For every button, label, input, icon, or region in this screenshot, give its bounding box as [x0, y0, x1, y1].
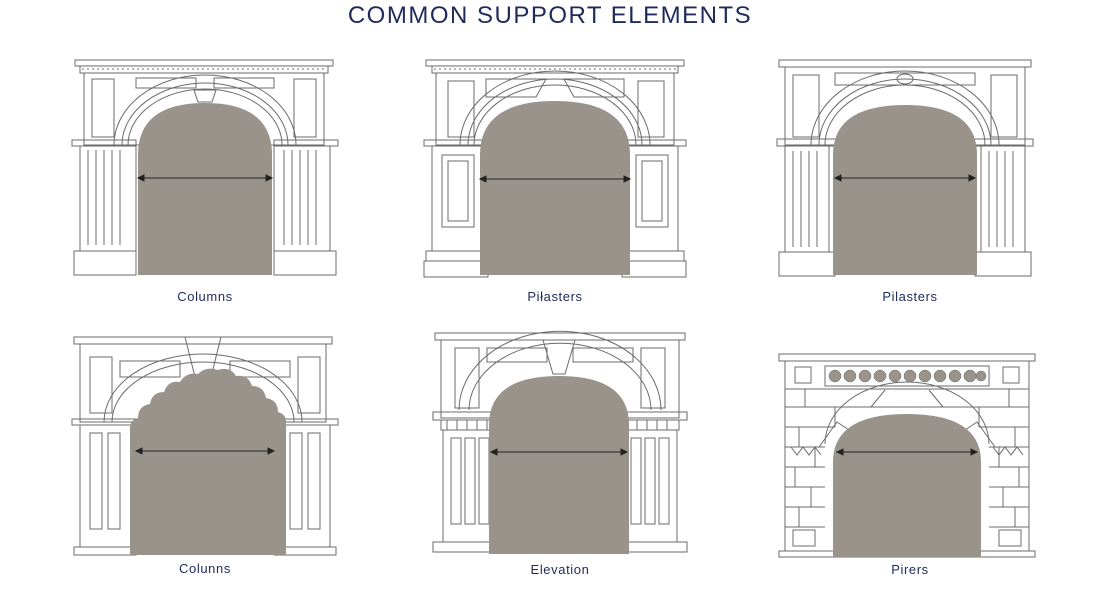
- masonry-piers-illustration: [778, 353, 1036, 558]
- arch-columns-illustration: [71, 59, 339, 276]
- panel-piers: Pirers: [775, 352, 1045, 602]
- dimension-arrow-icon: [478, 175, 632, 183]
- panel-pilasters-1: Piłasters: [420, 55, 690, 305]
- panel-caption: Columns: [177, 289, 233, 304]
- dimension-arrow-icon: [134, 447, 276, 455]
- arch-opening: [833, 414, 981, 557]
- panel-elevation: Elevation: [425, 330, 695, 580]
- dimension-arrow-icon: [833, 174, 977, 182]
- diagram-title: COMMON SUPPORT ELEMENTS: [347, 2, 753, 29]
- panel-caption: Elevation: [530, 562, 590, 577]
- arch-opening: [480, 101, 630, 275]
- arch-pilasters-illustration: [423, 59, 687, 278]
- arch-pilasters-oval-illustration: [776, 59, 1034, 277]
- dimension-arrow-icon: [136, 174, 274, 182]
- balustrade-ornaments: [828, 369, 987, 383]
- dimension-arrow-icon: [835, 448, 979, 456]
- panel-caption: Colunns: [179, 561, 231, 576]
- dimension-arrow-icon: [489, 448, 629, 456]
- panel-caption: Pilasters: [882, 289, 938, 304]
- arch-opening: [833, 105, 977, 275]
- arch-opening: [130, 368, 286, 555]
- panel-caption: Piłasters: [527, 289, 583, 304]
- panel-caption: Pirers: [891, 562, 929, 577]
- panel-columns-scalloped: Colunns: [70, 333, 340, 583]
- elevation-arch-illustration: [432, 330, 688, 554]
- scalloped-arch-illustration: [71, 336, 339, 556]
- arch-opening: [138, 103, 272, 275]
- arch-opening: [489, 376, 629, 554]
- panel-columns: Columns: [70, 55, 340, 305]
- panel-pilasters-2: Pilasters: [775, 55, 1045, 305]
